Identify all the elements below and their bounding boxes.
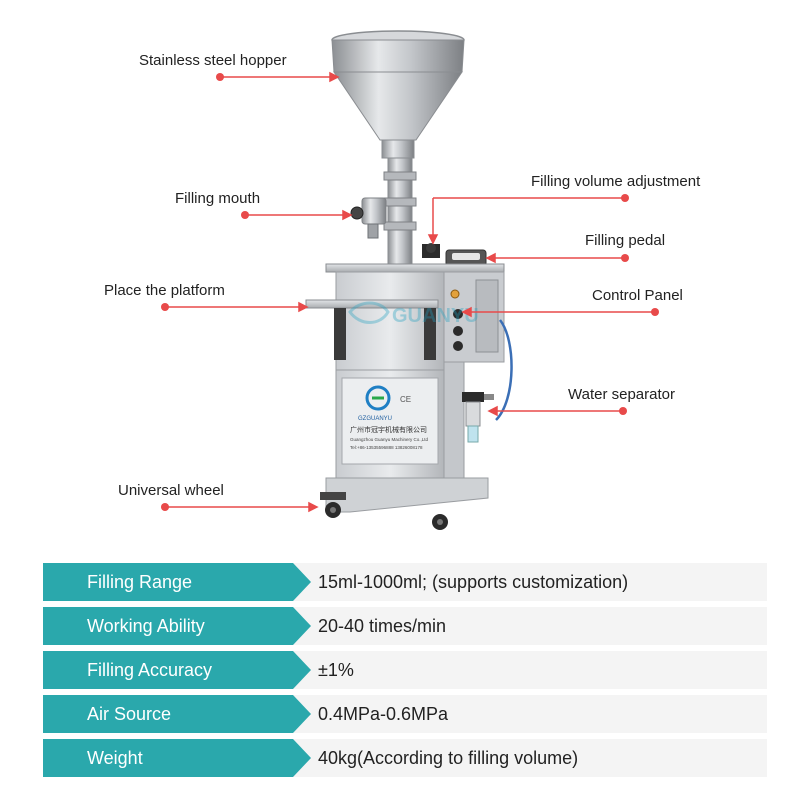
machine-illustration: CE GZGUANYU 广州市冠宇机械有限公司 Guangzhou Guanyu… [161,30,659,530]
spec-value: ±1% [293,651,767,689]
spec-row: Filling Range 15ml-1000ml; (supports cus… [43,563,767,601]
cabinet-lower [335,361,465,479]
spec-value: 20-40 times/min [293,607,767,645]
spec-label: Filling Range [43,563,311,601]
spec-label: Weight [43,739,311,777]
nameplate-logo: CE [365,385,411,411]
base-frame [325,477,489,513]
callout-wheel: Universal wheel [118,482,224,499]
water-separator [462,392,494,443]
callout-water-separator: Water separator [568,386,675,403]
spec-row: Filling Accuracy ±1% [43,651,767,689]
nameplate-company-cn: 广州市冠宇机械有限公司 [350,425,427,434]
machine-figure: CE GZGUANYU 广州市冠宇机械有限公司 Guangzhou Guanyu… [104,30,701,530]
spec-label: Filling Accuracy [43,651,311,689]
callout-platform: Place the platform [104,282,225,299]
spec-label: Working Ability [43,607,311,645]
spec-value: 15ml-1000ml; (supports customization) [293,563,767,601]
volume-knob [422,243,440,258]
filling-mouth [350,197,387,239]
nameplate-company-en: Guangzhou Guanyu Machinery Co.,Ltd [350,437,429,442]
pointer-dots [161,73,659,511]
spec-label: Air Source [43,695,311,733]
hopper [331,30,465,159]
callout-filling-mouth: Filling mouth [175,190,261,207]
control-panel [450,289,513,421]
svg-text:CE: CE [400,395,411,404]
spec-row: Air Source 0.4MPa-0.6MPa [43,695,767,733]
platform [305,299,439,360]
spec-value: 0.4MPa-0.6MPa [293,695,767,733]
wheels [320,492,448,530]
spec-row: Working Ability 20-40 times/min [43,607,767,645]
nameplate-tel: Tel:+86-13535596888 13826008178 [350,445,423,450]
column [383,157,417,269]
pointer-arrows [165,71,655,513]
spec-row: Weight 40kg(According to filling volume) [43,739,767,777]
callout-control-panel: Control Panel [592,287,683,304]
callout-volume-adjustment: Filling volume adjustment [531,173,701,190]
watermark: GUANYU [348,301,479,327]
nameplate-brand: GZGUANYU [358,416,392,422]
callout-hopper: Stainless steel hopper [139,52,287,69]
watermark-text: GUANYU [392,305,479,327]
callout-pedal: Filling pedal [585,232,666,249]
spec-value: 40kg(According to filling volume) [293,739,767,777]
